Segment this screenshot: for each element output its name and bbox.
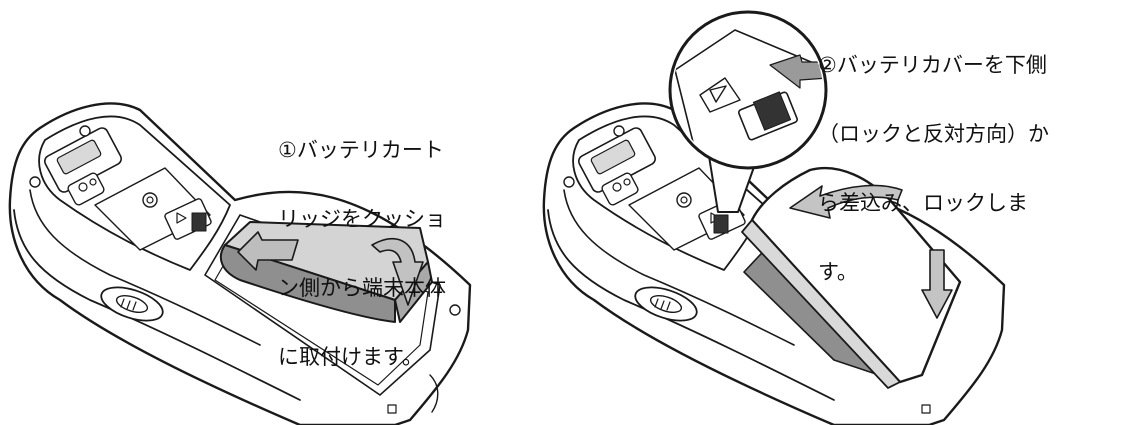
lock-slider bbox=[164, 198, 212, 240]
caption-line: ②バッテリカバーを下側 bbox=[818, 53, 1047, 77]
caption-line: ン側から端末本体 bbox=[278, 276, 446, 300]
terminal-side-band bbox=[13, 209, 301, 401]
lock-slider-zoom bbox=[668, 10, 828, 213]
battery-cover bbox=[741, 166, 962, 389]
caption-line: （ロックと反対方向）か bbox=[818, 122, 1049, 146]
rotate-arrow-icon bbox=[371, 237, 424, 306]
caption-line: に取付けます。 bbox=[278, 345, 423, 369]
battery-cartridge bbox=[220, 221, 433, 323]
battery-front bbox=[220, 244, 396, 323]
caption-line: ①バッテリカート bbox=[278, 138, 444, 162]
battery-cover-panel bbox=[750, 166, 962, 384]
rotate-arrow-icon bbox=[789, 184, 903, 219]
caption-line: ら差込み、ロックしま bbox=[818, 191, 1028, 215]
step2-caption: ②バッテリカバーを下側 （ロックと反対方向）か ら差込み、ロックしま す。 bbox=[818, 8, 1049, 307]
step1-caption: ①バッテリカート リッジをクッショ ン側から端末本体 に取付けます。 bbox=[278, 93, 446, 392]
insert-arrow-icon bbox=[921, 249, 953, 319]
caption-line: す。 bbox=[818, 260, 858, 284]
insert-arrow-icon bbox=[237, 231, 299, 271]
caption-line: リッジをクッショ bbox=[278, 207, 446, 231]
